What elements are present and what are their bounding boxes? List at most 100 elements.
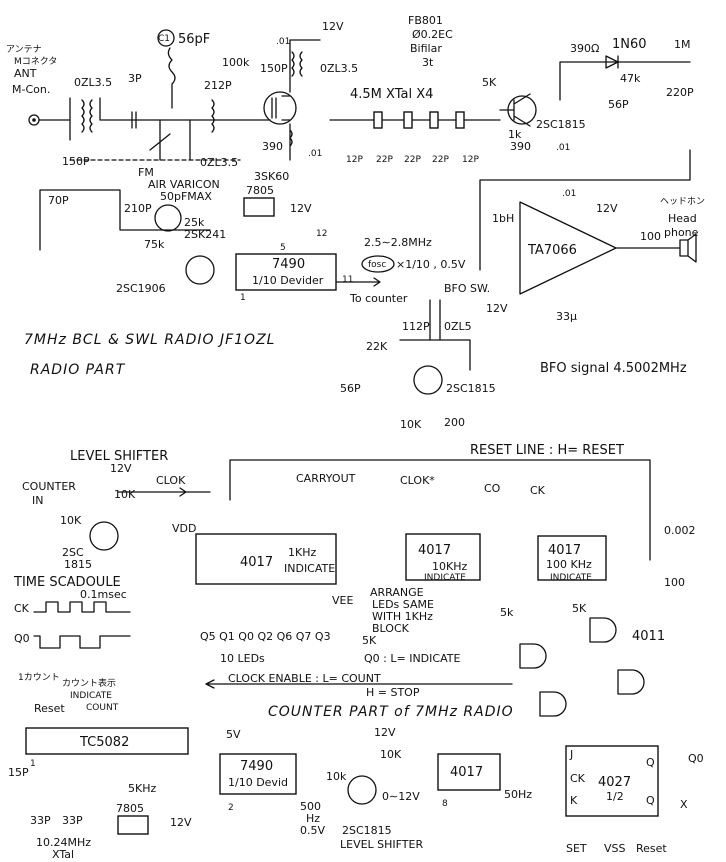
ic-4017-1khz-name: 4017 xyxy=(240,555,273,570)
c1-wire xyxy=(167,47,176,109)
leds-label: 10 LEDs xyxy=(220,652,265,665)
clock-enable-label-2: H = STOP xyxy=(366,686,420,699)
cap-210p-label: 210P xyxy=(124,202,152,215)
fosc-div: ×1/10 , 0.5V xyxy=(396,258,466,271)
hz-500: 500 xyxy=(300,800,321,813)
timing-q0-wave xyxy=(33,635,131,649)
diode-1n60-label: 1N60 xyxy=(612,37,647,52)
v12-top-label: 12V xyxy=(322,20,344,33)
gate-4011-a xyxy=(519,643,547,669)
cap-56p-x-label: 56P xyxy=(340,382,361,395)
bfo-signal-label: BFO signal 4.5002MHz xyxy=(540,361,687,376)
ff-vss: VSS xyxy=(604,842,626,855)
radio-part-label: RADIO PART xyxy=(30,362,126,378)
vee-label: VEE xyxy=(332,594,353,607)
headphone-head: Head xyxy=(668,212,697,225)
ic-4027-name: 4027 xyxy=(598,775,631,790)
bjt-2sc1815-a-label: 2SC1815 xyxy=(536,118,586,131)
antenna-label-jp: アンテナ xyxy=(6,44,42,55)
xtal-4 xyxy=(455,111,465,129)
clok-label: CLOK xyxy=(156,474,186,487)
fet-source xyxy=(289,123,293,161)
fosc-bubble xyxy=(361,255,395,273)
ff-ck: CK xyxy=(570,772,586,785)
timing-period: 0.1msec xyxy=(80,588,127,601)
ic-7490-a-pins-bottom: 1 xyxy=(240,293,246,303)
res-10k-label: 10K xyxy=(400,418,422,431)
c1-value: 56pF xyxy=(178,32,210,47)
ic-4017-1khz xyxy=(195,533,337,585)
cap-212p-label: 212P xyxy=(204,79,232,92)
ic-7490-a xyxy=(235,253,337,291)
ic-7490-a-pin12: 12 xyxy=(316,229,327,239)
ff-k: K xyxy=(570,794,578,807)
clok-star-label: CLOK* xyxy=(400,474,435,487)
res-5k-a: 5k xyxy=(500,606,514,619)
carryout-label: CARRYOUT xyxy=(296,472,356,485)
res-390b-label: 390 xyxy=(510,140,531,153)
ic-4017-10khz-ind: INDICATE xyxy=(424,573,466,583)
headphone-jp: ヘッドホン xyxy=(660,196,705,207)
ic-7490-b xyxy=(219,753,297,795)
cap-01c-label: .01 xyxy=(556,143,570,153)
clock-enable-label: CLOCK ENABLE : L= COUNT xyxy=(228,672,381,685)
varicon-cap xyxy=(149,119,191,161)
cap-220p-label: 220P xyxy=(666,86,694,99)
ic-7490-a-pin11: 11 xyxy=(342,275,353,285)
gate-4011-b xyxy=(589,617,617,643)
xtal-freq: 10.24MHz xyxy=(36,836,91,849)
reg-7805-a-v12: 12V xyxy=(290,202,312,215)
res-22k-label: 22K xyxy=(366,340,388,353)
xtal-cap-3: 22P xyxy=(404,155,421,165)
res-75k-label: 75k xyxy=(144,238,165,251)
cap-0002-label: 0.002 xyxy=(664,524,696,537)
varicon-max: 50pFMAX xyxy=(160,190,212,203)
fb801-label-4: 3t xyxy=(422,56,434,69)
radio-part: アンテナ Mコネクタ ANT M-Con. 0ZL3.5 150P 3P C1 … xyxy=(6,14,705,431)
ic-4017-10khz-freq: 10KHz xyxy=(432,560,467,573)
coil-bfo-label: 0ZL5 xyxy=(444,320,472,333)
ic-4027-half: 1/2 xyxy=(606,790,624,803)
timing-ck: CK xyxy=(14,602,30,615)
bjt-2sc1906-label: 2SC1906 xyxy=(116,282,166,295)
timing-q0: Q0 xyxy=(14,632,30,645)
fet-3sk60-gates xyxy=(271,95,291,121)
q0-note: Q0 : L= INDICATE xyxy=(364,652,460,665)
ls-r10k-base: 10K xyxy=(60,514,82,527)
timing-title: TIME SCADOULE xyxy=(13,575,121,590)
timing-note-2: カウント表示 xyxy=(62,677,116,689)
hz-500-unit: Hz xyxy=(306,812,320,825)
ic-4017-d-pins: 8 xyxy=(442,799,448,809)
timing-note-1: 1カウント xyxy=(18,672,60,683)
bfo-tank xyxy=(399,299,471,371)
res-1k-label: 1k xyxy=(508,128,522,141)
reset-line xyxy=(229,459,651,561)
ls2-title: LEVEL SHIFTER xyxy=(340,838,423,851)
xtal-label: 4.5M XTal X4 xyxy=(350,87,433,102)
xtal-3 xyxy=(429,111,439,129)
res-5k-c: 5K xyxy=(572,602,587,615)
ic-4017-100khz-ind: INDICATE xyxy=(550,573,592,583)
reg-7805-a-label: 7805 xyxy=(246,184,274,197)
input-coil-label: 0ZL3.5 xyxy=(74,76,112,89)
ls2-v12: 12V xyxy=(374,726,396,739)
reg-7805-b-label: 7805 xyxy=(116,802,144,815)
ck-label: CK xyxy=(530,484,546,497)
ic-4017-100khz-freq: 100 KHz xyxy=(546,558,592,571)
vfo-wire xyxy=(39,189,211,251)
antenna-label-ant: ANT xyxy=(14,67,37,80)
ic-7490-a-pin5: 5 xyxy=(280,243,286,253)
counter-in-2: IN xyxy=(32,494,43,507)
counter-in-1: COUNTER xyxy=(22,480,76,493)
input-coil-2 xyxy=(89,99,93,133)
coil-212p xyxy=(211,99,215,133)
cap-70p-label: 70P xyxy=(48,194,69,207)
ic-4017-d-name: 4017 xyxy=(450,765,483,780)
c1-tag: C1 xyxy=(158,34,170,44)
input-wire xyxy=(38,97,271,141)
fosc-label: fosc xyxy=(368,260,386,270)
antenna-connector-center xyxy=(32,118,36,122)
res-5k-label: 5K xyxy=(482,76,497,89)
ta7066-v12: 12V xyxy=(596,202,618,215)
fet-2sk241-label: 2SK241 xyxy=(184,228,226,241)
